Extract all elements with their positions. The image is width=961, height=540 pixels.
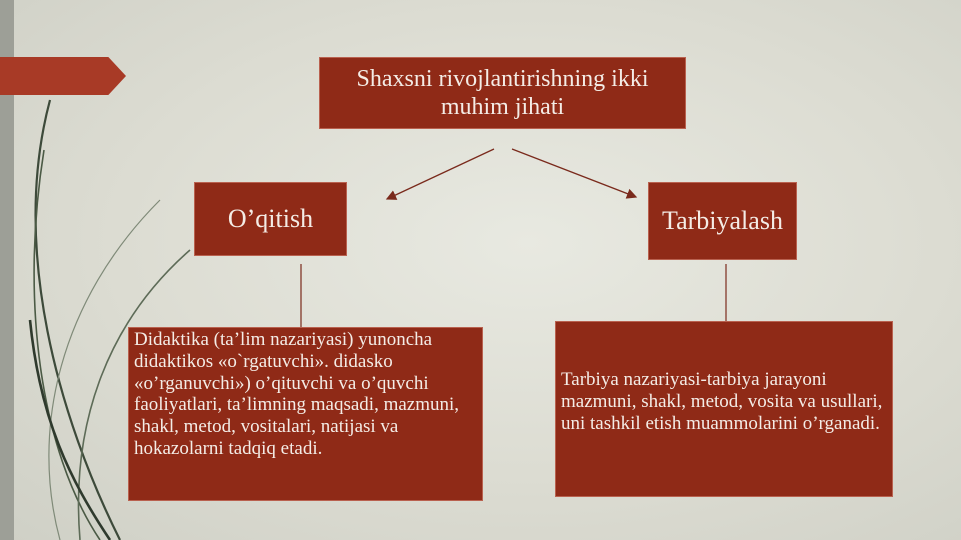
node-oqitish: O’qitish	[194, 182, 347, 256]
edge-title-to-oqitish	[385, 148, 495, 200]
left-decor-band	[0, 0, 14, 540]
oqitish-description: Didaktika (ta’lim nazariyasi) yunoncha d…	[134, 329, 460, 459]
tarbiyalash-description: Tarbiya nazariyasi-tarbiya jarayoni mazm…	[561, 369, 883, 434]
node-tarbiyalash: Tarbiyalash	[648, 182, 797, 260]
deco-curve-3	[77, 249, 191, 540]
diagram-title: Shaxsni rivojlantirishning ikki muhim ji…	[356, 66, 649, 120]
tarbiyalash-description-box: Tarbiya nazariyasi-tarbiya jarayoni mazm…	[555, 321, 893, 497]
node-oqitish-label: O’qitish	[227, 204, 314, 233]
deco-curve-5	[28, 319, 112, 540]
edge-title-to-tarbiyalash	[511, 148, 638, 199]
deco-curve-4	[48, 199, 161, 540]
oqitish-description-box: Didaktika (ta’lim nazariyasi) yunoncha d…	[128, 327, 483, 501]
accent-arrow-tab	[0, 57, 126, 95]
deco-curve-1	[34, 99, 121, 540]
diagram-title-box: Shaxsni rivojlantirishning ikki muhim ji…	[319, 57, 686, 129]
node-tarbiyalash-label: Tarbiyalash	[662, 206, 783, 235]
